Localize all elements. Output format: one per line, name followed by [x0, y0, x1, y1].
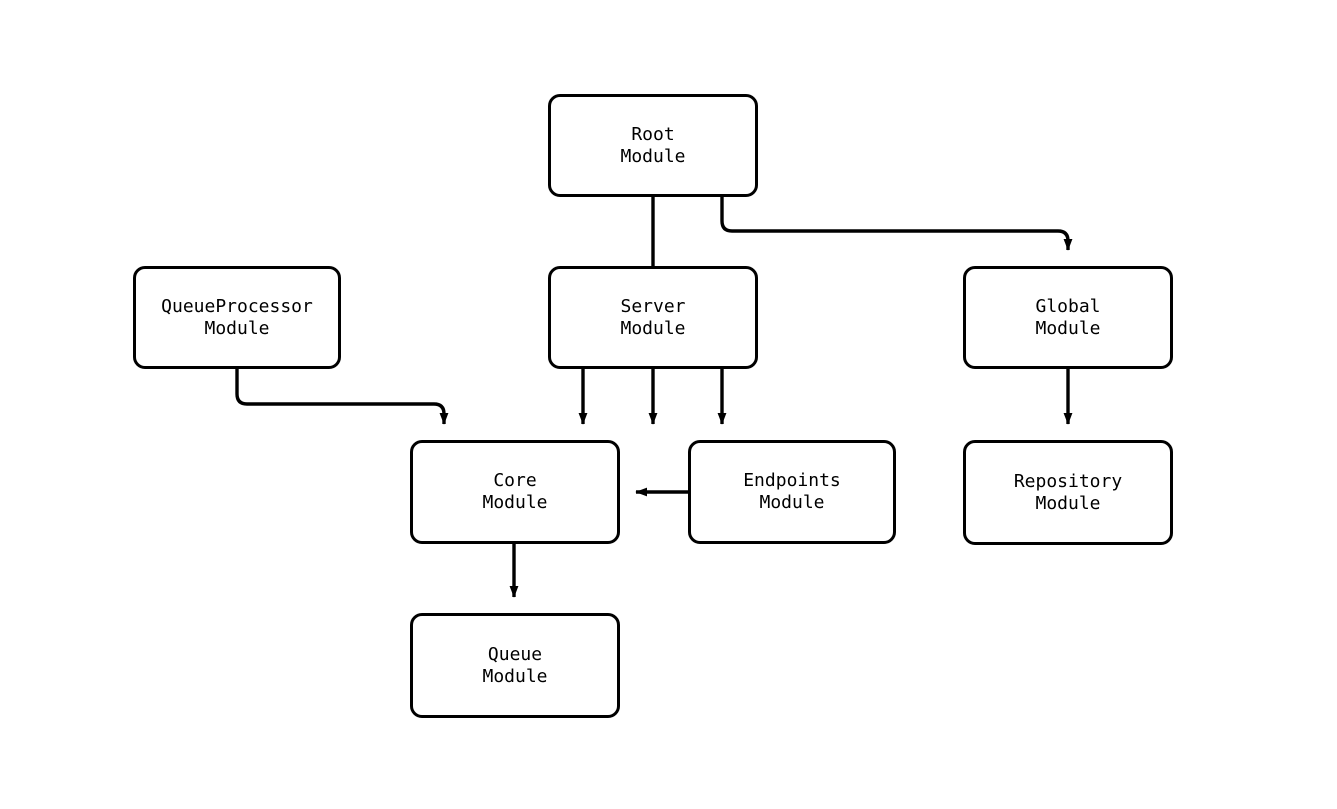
node-repository-module-label-line2: Module — [1035, 492, 1101, 514]
node-core-module-label-line2: Module — [482, 492, 548, 513]
node-repository-module-label-line1: Repository — [1013, 470, 1123, 492]
node-core-module[interactable]: Core Module — [410, 440, 620, 544]
node-queue-module-label-line2: Module — [482, 665, 548, 687]
node-queueprocessor-module[interactable]: QueueProcessor Module — [133, 266, 341, 369]
node-queue-module[interactable]: Queue Module — [410, 613, 620, 718]
node-global-module-label-line1: Global — [1035, 295, 1101, 317]
node-root-module-label-line1: Root — [631, 123, 675, 145]
edge-root-to-global — [720, 197, 1073, 251]
node-core-module-label-line1: Core — [493, 470, 537, 491]
node-endpoints-module-label-line1: Endpoints — [743, 470, 841, 491]
node-root-module-label-line2: Module — [620, 145, 686, 167]
node-server-module-label-line2: Module — [620, 317, 686, 339]
node-endpoints-module-label-line2: Module — [759, 492, 825, 513]
node-endpoints-module[interactable]: Endpoints Module — [688, 440, 896, 544]
node-repository-module[interactable]: Repository Module — [963, 440, 1173, 545]
node-global-module-label-line2: Module — [1035, 317, 1101, 339]
node-server-module-label-line1: Server — [620, 295, 686, 317]
node-server-module[interactable]: Server Module — [548, 266, 758, 369]
node-root-module[interactable]: Root Module — [548, 94, 758, 197]
edge-queueprocessor-to-core — [235, 369, 449, 425]
node-queueprocessor-module-label-line2: Module — [204, 317, 270, 339]
node-queueprocessor-module-label-line1: QueueProcessor — [161, 295, 313, 317]
node-queue-module-label-line1: Queue — [487, 643, 543, 665]
node-global-module[interactable]: Global Module — [963, 266, 1173, 369]
